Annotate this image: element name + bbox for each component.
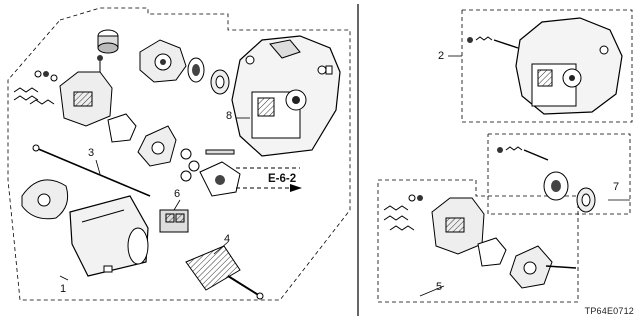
diagram-code: TP64E0712	[584, 306, 634, 316]
housing-assembly-icon[interactable]	[515, 17, 623, 115]
drive-end-cover-icon[interactable]	[139, 39, 187, 83]
leader-lines-left	[59, 117, 250, 281]
callout-4: 4	[224, 233, 231, 245]
brush-holder-icon[interactable]	[59, 55, 113, 127]
washer-icon	[103, 265, 113, 273]
callout-2: 2	[438, 50, 445, 62]
end-cover-icon[interactable]	[21, 179, 69, 220]
reference-arrow-icon	[236, 167, 302, 192]
yoke-icon[interactable]	[69, 195, 149, 277]
brush-set-icon[interactable]	[159, 209, 189, 233]
bolt-set-2-icon	[467, 36, 519, 49]
callout-3: 3	[88, 147, 95, 159]
starter-housing-icon[interactable]	[231, 35, 341, 157]
solenoid-cap-icon[interactable]	[97, 29, 119, 54]
armature-icon[interactable]	[185, 245, 264, 300]
through-bolt-icon[interactable]	[32, 144, 151, 197]
clutch-set-icon[interactable]	[497, 146, 596, 213]
assembly-outline-5	[377, 179, 579, 303]
leader-lines-right	[419, 55, 630, 297]
reference-label[interactable]: E-6-2	[268, 173, 297, 185]
gear-plate-icon[interactable]	[199, 161, 241, 197]
brush-holder-set-icon[interactable]	[383, 194, 577, 289]
callout-7: 7	[613, 181, 620, 193]
callout-6: 6	[174, 188, 181, 200]
housing-bolt-icon	[325, 65, 333, 75]
assembly-outline-left	[7, 7, 351, 301]
spring-set-icon	[13, 70, 58, 105]
assembly-outline-2	[461, 9, 633, 123]
callout-1: 1	[60, 283, 67, 295]
solenoid-icon[interactable]	[107, 113, 235, 182]
clutch-icon[interactable]	[187, 57, 230, 95]
assembly-outline-7	[487, 133, 631, 215]
callout-5: 5	[436, 281, 443, 293]
callout-8: 8	[226, 110, 233, 122]
